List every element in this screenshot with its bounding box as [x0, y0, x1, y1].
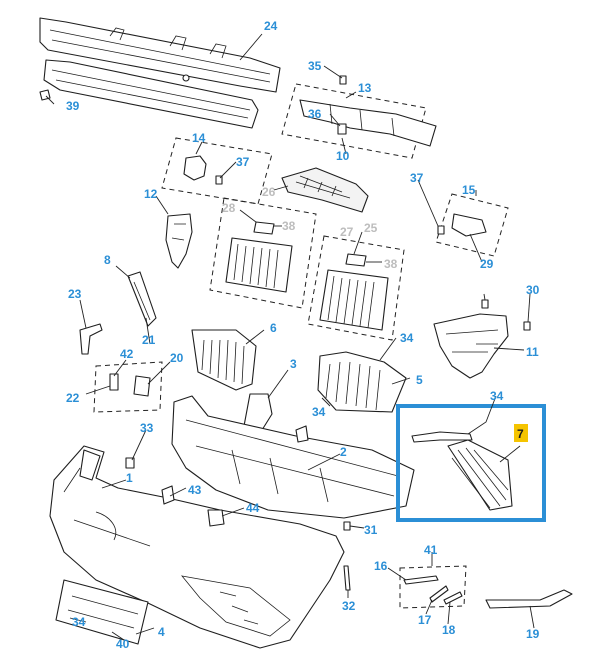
callout-26[interactable]: 26	[262, 185, 276, 199]
callout-5[interactable]: 5	[416, 373, 423, 387]
group-14-frame	[161, 137, 273, 205]
callout-22[interactable]: 22	[66, 391, 80, 405]
group-41-frame	[399, 565, 467, 609]
part-44-sensor[interactable]	[207, 509, 225, 527]
callout-43[interactable]: 43	[188, 483, 202, 497]
callout-41[interactable]: 41	[424, 543, 438, 557]
callout-34-bottom[interactable]: 34	[72, 615, 86, 629]
part-14-bracket[interactable]	[183, 155, 207, 181]
part-30-screw[interactable]	[523, 321, 531, 331]
part-36-clip[interactable]	[337, 123, 347, 135]
callout-35[interactable]: 35	[308, 59, 322, 73]
callout-42[interactable]: 42	[120, 347, 134, 361]
part-13-bracket[interactable]	[299, 99, 437, 147]
part-20-clip[interactable]	[133, 375, 151, 397]
callout-37-right[interactable]: 37	[410, 171, 424, 185]
callout-34-right[interactable]: 34	[490, 389, 504, 403]
callout-30[interactable]: 30	[526, 283, 540, 297]
callout-40[interactable]: 40	[116, 637, 130, 651]
part-34-trim-strip-right[interactable]	[411, 431, 473, 443]
callout-39[interactable]: 39	[66, 99, 80, 113]
callout-19[interactable]: 19	[526, 627, 540, 641]
part-1-bumper-cover[interactable]	[49, 445, 345, 649]
part-26-grille-support[interactable]	[281, 167, 369, 213]
part-31-clip[interactable]	[343, 521, 351, 531]
callout-2[interactable]: 2	[340, 445, 347, 459]
part-27-air-shutter[interactable]	[319, 253, 389, 331]
callout-37-left[interactable]: 37	[236, 155, 250, 169]
part-33-clip[interactable]	[125, 457, 135, 469]
callout-7[interactable]: 7	[517, 427, 524, 441]
callout-25[interactable]: 25	[364, 221, 378, 235]
callout-15[interactable]: 15	[462, 183, 476, 197]
part-12-side-bracket[interactable]	[165, 213, 193, 269]
callout-14[interactable]: 14	[192, 131, 206, 145]
leader-lines	[45, 33, 535, 641]
part-32-rod[interactable]	[343, 565, 351, 591]
callout-12[interactable]: 12	[144, 187, 158, 201]
part-3-bracket[interactable]	[243, 393, 273, 431]
part-16-strip[interactable]	[403, 575, 439, 585]
callout-11[interactable]: 11	[526, 345, 539, 359]
callout-8[interactable]: 8	[104, 253, 111, 267]
part-7-fog-lamp-bezel[interactable]	[447, 439, 513, 511]
callout-32[interactable]: 32	[342, 599, 356, 613]
callout-18[interactable]: 18	[442, 623, 456, 637]
callout-44[interactable]: 44	[246, 501, 260, 515]
part-11-corner-bracket[interactable]	[433, 313, 509, 379]
callout-33[interactable]: 33	[140, 421, 154, 435]
callout-13[interactable]: 13	[358, 81, 372, 95]
callout-3[interactable]: 3	[290, 357, 297, 371]
callout-6[interactable]: 6	[270, 321, 277, 335]
callout-21[interactable]: 21	[142, 333, 156, 347]
callout-34-center[interactable]: 34	[400, 331, 414, 345]
part-19-trim-strip[interactable]	[485, 589, 573, 609]
callout-1[interactable]: 1	[126, 471, 133, 485]
part-37-clip-right[interactable]	[437, 225, 445, 235]
callout-29[interactable]: 29	[480, 257, 494, 271]
part-4-license-bracket[interactable]	[55, 579, 149, 645]
callout-17[interactable]: 17	[418, 613, 432, 627]
callout-38-left[interactable]: 38	[282, 219, 296, 233]
callout-24[interactable]: 24	[264, 19, 278, 33]
callout-10[interactable]: 10	[336, 149, 350, 163]
callout-38-right[interactable]: 38	[384, 257, 398, 271]
callout-7-highlight	[514, 424, 528, 442]
callout-27[interactable]: 27	[340, 225, 354, 239]
group-27-frame	[307, 235, 405, 341]
part-6-grille[interactable]	[191, 329, 257, 391]
part-18-strip[interactable]	[443, 591, 463, 605]
part-42-clip[interactable]	[109, 373, 119, 391]
callout-16[interactable]: 16	[374, 559, 388, 573]
part-5-center-grille[interactable]	[317, 351, 407, 413]
part-8-side-molding[interactable]	[127, 271, 157, 327]
group-20-frame	[93, 361, 163, 413]
part-2-lower-valance[interactable]	[171, 395, 415, 519]
callout-34-lower[interactable]: 34	[312, 405, 326, 419]
part-29-screw[interactable]	[481, 299, 489, 309]
callout-28[interactable]: 28	[222, 201, 236, 215]
callout-36[interactable]: 36	[308, 107, 322, 121]
callout-31[interactable]: 31	[364, 523, 378, 537]
part-23-bracket[interactable]	[79, 323, 103, 355]
selection-box	[396, 404, 546, 522]
callout-4[interactable]: 4	[158, 625, 165, 639]
callout-23[interactable]: 23	[68, 287, 82, 301]
part-28-air-shutter[interactable]	[225, 221, 293, 293]
part-24-reinforcement-beam[interactable]	[39, 17, 281, 129]
part-43-sensor-bracket[interactable]	[161, 485, 175, 505]
callout-20[interactable]: 20	[170, 351, 184, 365]
part-15-bracket[interactable]	[451, 213, 487, 237]
group-13-frame	[281, 83, 427, 159]
